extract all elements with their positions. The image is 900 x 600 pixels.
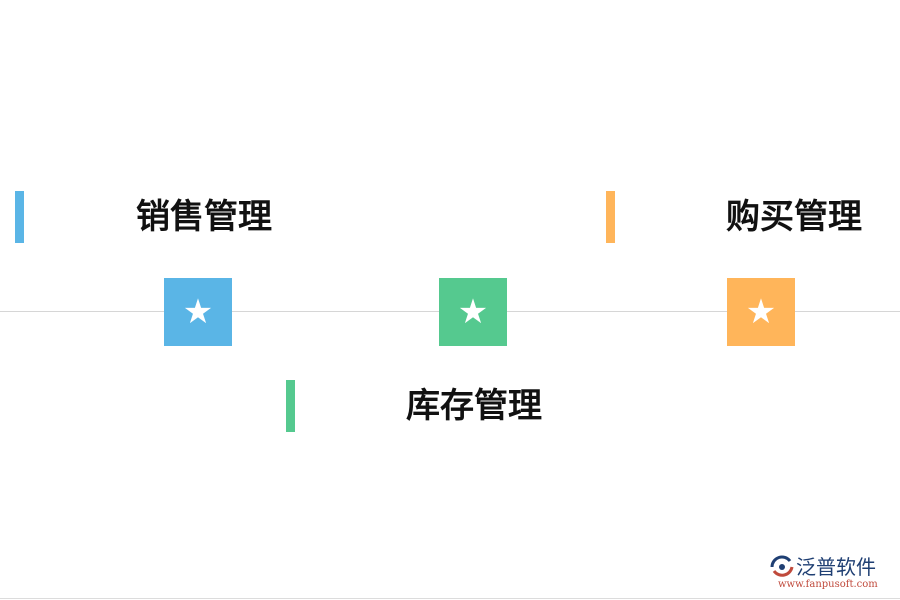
logo: 泛普软件 www.fanpusoft.com xyxy=(768,553,896,593)
purchase-label: 购买管理 xyxy=(726,197,862,237)
star-icon: ★ xyxy=(182,292,214,332)
inventory-label-bar xyxy=(286,380,295,432)
sales-label: 销售管理 xyxy=(136,197,272,237)
star-icon: ★ xyxy=(745,292,777,332)
purchase-label-bar xyxy=(606,191,615,243)
logo-url: www.fanpusoft.com xyxy=(778,579,878,590)
inventory-label: 库存管理 xyxy=(406,386,542,426)
logo-icon xyxy=(770,555,794,577)
sales-marker: ★ xyxy=(164,278,232,346)
logo-name: 泛普软件 xyxy=(796,555,876,579)
inventory-marker: ★ xyxy=(439,278,507,346)
sales-label-bar xyxy=(15,191,24,243)
purchase-marker: ★ xyxy=(727,278,795,346)
bottom-rule xyxy=(0,598,900,599)
star-icon: ★ xyxy=(457,292,489,332)
